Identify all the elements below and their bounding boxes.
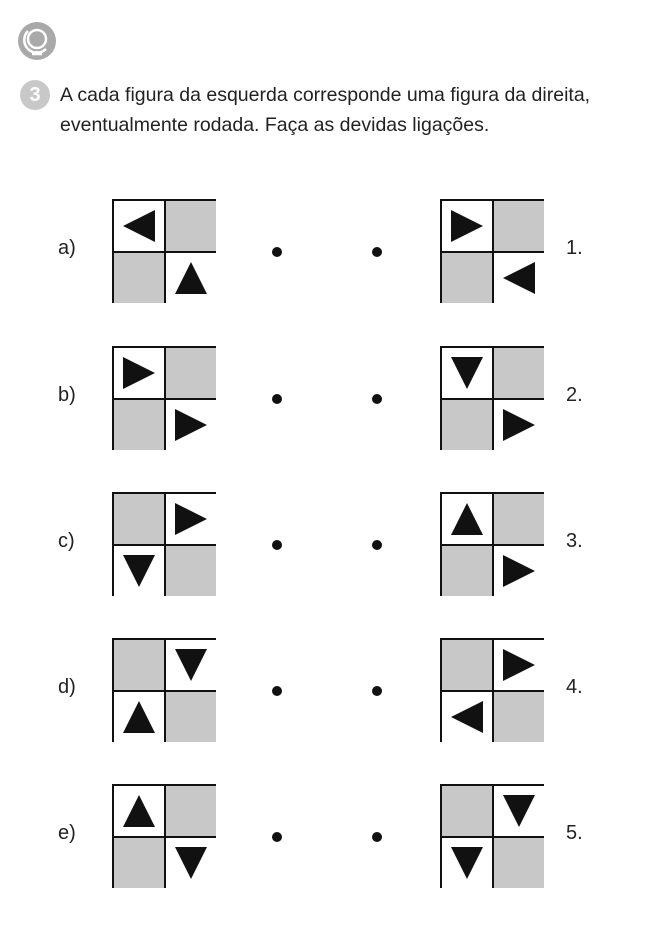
right-connect-dot[interactable] <box>372 686 382 696</box>
figure-grid <box>112 492 218 598</box>
figure-grid <box>440 784 546 890</box>
triangle-up-icon <box>123 795 155 827</box>
instruction-text: A cada figura da esquerda corresponde um… <box>60 84 591 136</box>
exercise-row: e) 5. <box>0 784 660 890</box>
right-connect-dot[interactable] <box>372 247 382 257</box>
right-figure-1 <box>440 199 546 305</box>
left-figure-3 <box>112 492 218 598</box>
triangle-right-icon <box>175 409 207 441</box>
left-item-label: d) <box>58 676 76 698</box>
triangle-right-icon <box>451 210 483 242</box>
triangle-right-icon <box>123 357 155 389</box>
left-figure-1 <box>112 199 218 305</box>
right-figure-3 <box>440 492 546 598</box>
triangle-up-icon <box>451 503 483 535</box>
figure-grid <box>112 784 218 890</box>
triangle-down-icon <box>451 357 483 389</box>
shaded-cell <box>492 836 546 890</box>
shaded-cell <box>164 690 218 744</box>
shaded-cell <box>112 836 166 890</box>
triangle-up-icon <box>123 701 155 733</box>
triangle-up-icon <box>175 262 207 294</box>
left-figure-2 <box>112 346 218 452</box>
triangle-left-icon <box>123 210 155 242</box>
right-figure-2 <box>440 346 546 452</box>
triangle-right-icon <box>175 503 207 535</box>
shaded-cell <box>164 544 218 598</box>
globe-icon <box>23 28 48 56</box>
shaded-cell <box>440 544 494 598</box>
globe-badge <box>18 22 56 60</box>
shaded-cell <box>164 346 218 400</box>
left-connect-dot[interactable] <box>272 394 282 404</box>
figure-grid <box>112 199 218 305</box>
left-item-label: e) <box>58 822 76 844</box>
triangle-left-icon <box>451 701 483 733</box>
right-figure-4 <box>440 638 546 744</box>
shaded-cell <box>164 199 218 253</box>
figure-grid <box>440 346 546 452</box>
figure-grid <box>440 492 546 598</box>
shaded-cell <box>112 251 166 305</box>
left-connect-dot[interactable] <box>272 686 282 696</box>
left-connect-dot[interactable] <box>272 247 282 257</box>
shaded-cell <box>112 398 166 452</box>
right-connect-dot[interactable] <box>372 832 382 842</box>
shaded-cell <box>112 492 166 546</box>
triangle-right-icon <box>503 555 535 587</box>
left-item-label: c) <box>58 530 75 552</box>
triangle-down-icon <box>123 555 155 587</box>
left-figure-5 <box>112 784 218 890</box>
shaded-cell <box>440 784 494 838</box>
exercise-row: b) 2. <box>0 346 660 452</box>
right-item-label: 5. <box>566 822 583 844</box>
exercise-row: c) 3. <box>0 492 660 598</box>
triangle-down-icon <box>175 649 207 681</box>
left-item-label: a) <box>58 237 76 259</box>
shaded-cell <box>492 690 546 744</box>
triangle-down-icon <box>175 847 207 879</box>
left-connect-dot[interactable] <box>272 832 282 842</box>
right-connect-dot[interactable] <box>372 394 382 404</box>
shaded-cell <box>440 251 494 305</box>
figure-grid <box>440 638 546 744</box>
shaded-cell <box>112 638 166 692</box>
shaded-cell <box>440 638 494 692</box>
figure-grid <box>440 199 546 305</box>
shaded-cell <box>164 784 218 838</box>
question-number: 3 <box>20 80 50 110</box>
figure-grid <box>112 346 218 452</box>
left-figure-4 <box>112 638 218 744</box>
right-item-label: 1. <box>566 237 583 259</box>
right-item-label: 4. <box>566 676 583 698</box>
exercise-row: d) 4. <box>0 638 660 744</box>
triangle-right-icon <box>503 649 535 681</box>
left-connect-dot[interactable] <box>272 540 282 550</box>
triangle-left-icon <box>503 262 535 294</box>
shaded-cell <box>492 492 546 546</box>
shaded-cell <box>492 199 546 253</box>
shaded-cell <box>440 398 494 452</box>
figure-grid <box>112 638 218 744</box>
right-item-label: 3. <box>566 530 583 552</box>
shaded-cell <box>492 346 546 400</box>
triangle-right-icon <box>503 409 535 441</box>
right-connect-dot[interactable] <box>372 540 382 550</box>
left-item-label: b) <box>58 384 76 406</box>
right-figure-5 <box>440 784 546 890</box>
right-item-label: 2. <box>566 384 583 406</box>
exercise-row: a) 1. <box>0 199 660 305</box>
triangle-down-icon <box>503 795 535 827</box>
triangle-down-icon <box>451 847 483 879</box>
